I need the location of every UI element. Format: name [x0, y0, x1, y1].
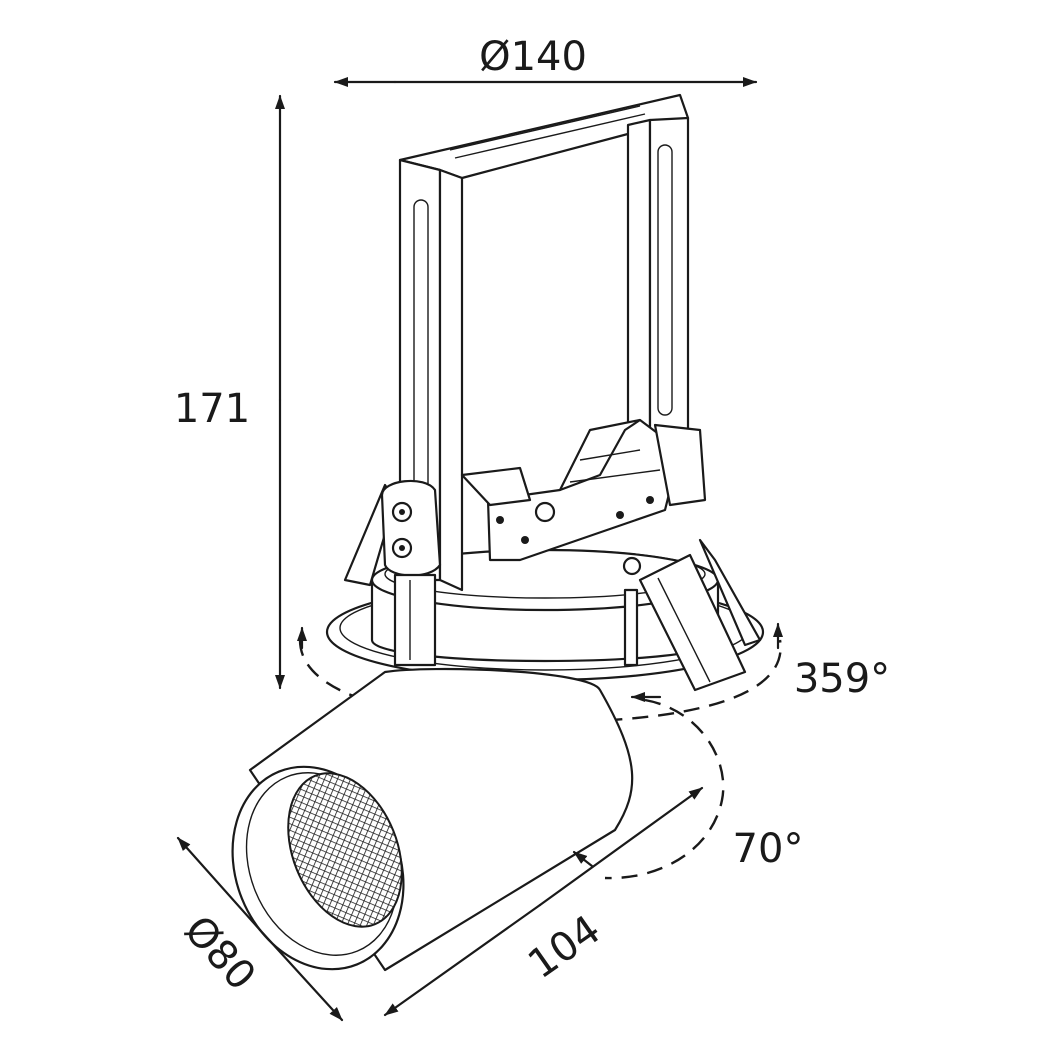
- terminal-block: [460, 418, 707, 562]
- ring-diameter-dimension: Ø140: [333, 34, 758, 87]
- tilt-indicator: 70°: [572, 692, 804, 880]
- ring-diameter-label: Ø140: [479, 34, 587, 80]
- tilt-lever: [622, 553, 747, 692]
- rotation-label: 359°: [794, 656, 890, 702]
- connector-block: [380, 479, 442, 667]
- tilt-label: 70°: [733, 826, 804, 872]
- honeycomb-louvre: [287, 772, 403, 928]
- height-label: 171: [174, 386, 250, 432]
- rotation-indicator: 359°: [297, 622, 890, 724]
- spot-head: [231, 667, 634, 972]
- mounting-bracket: [398, 93, 690, 592]
- height-dimension: 171: [174, 94, 285, 690]
- head-length-label: 104: [520, 907, 609, 988]
- spring-clip-right: [698, 538, 762, 647]
